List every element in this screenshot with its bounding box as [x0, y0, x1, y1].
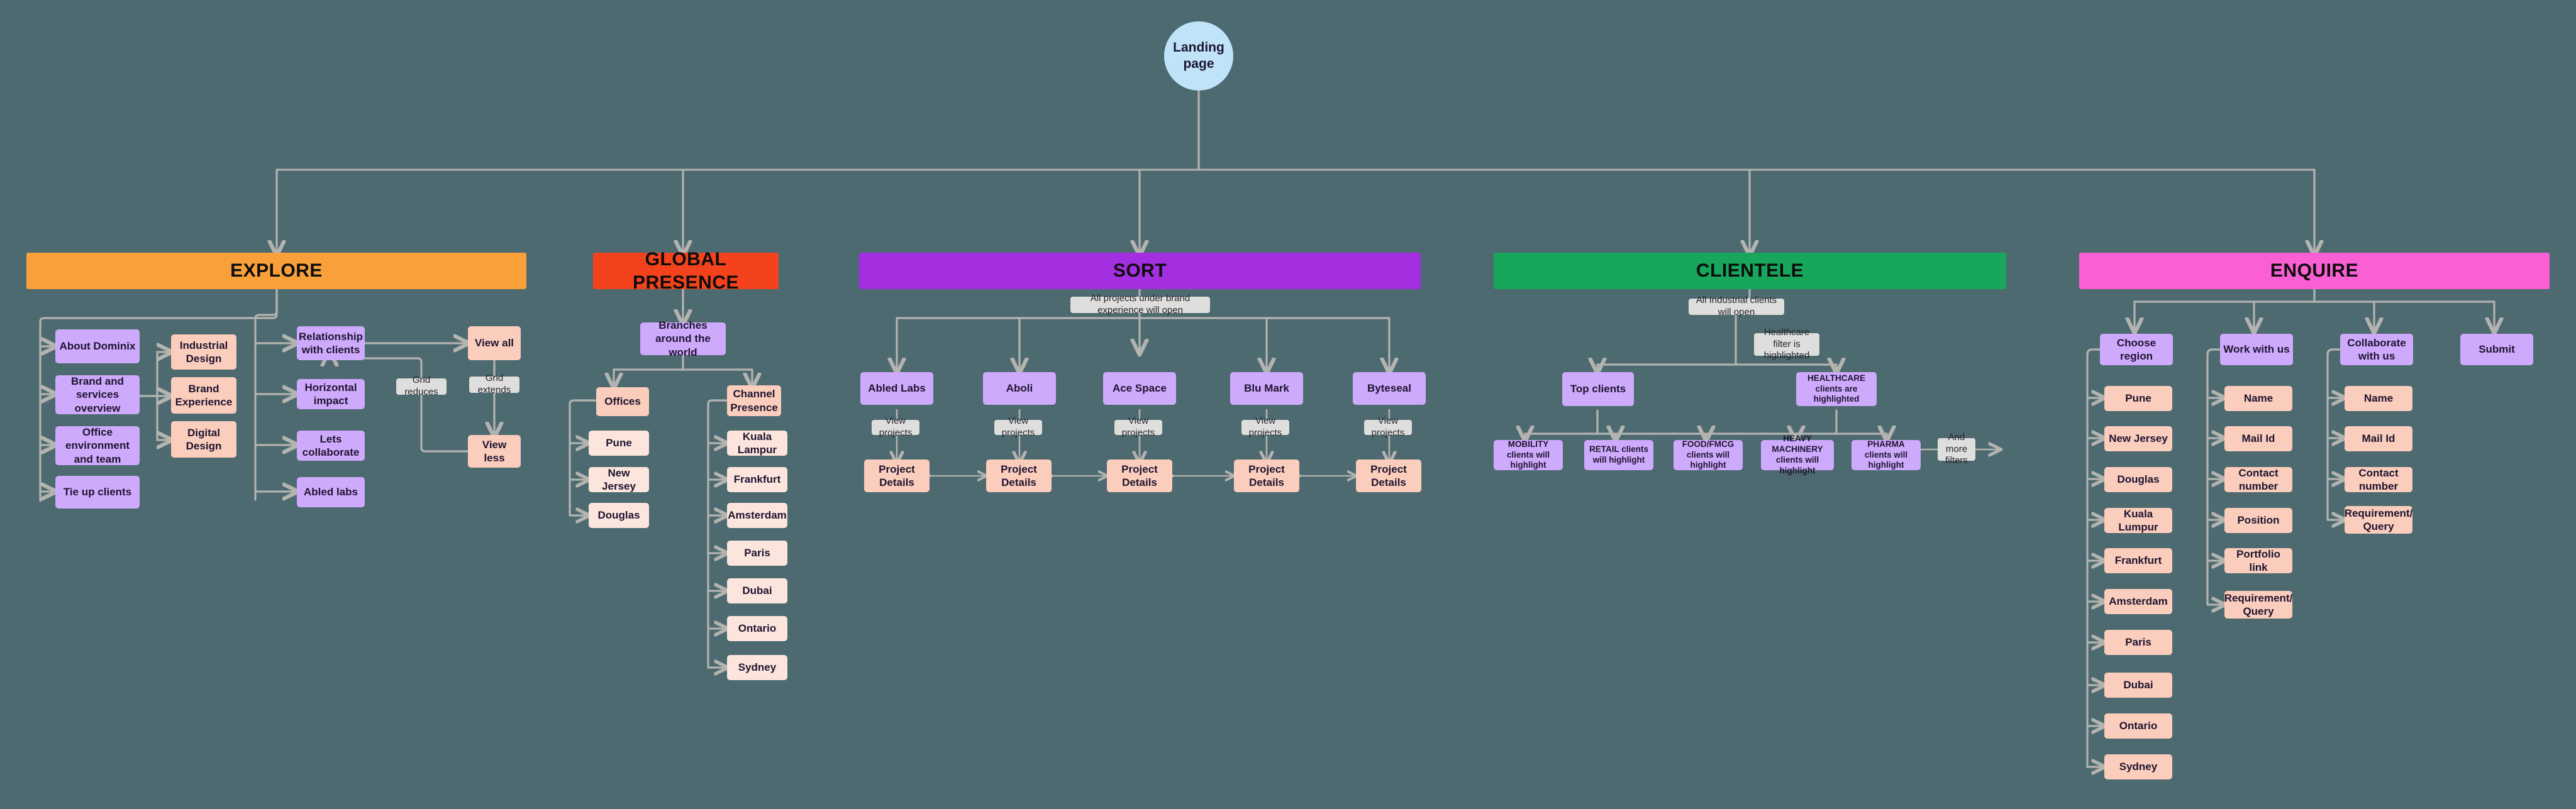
sort-detail-abled-labs[interactable]: Project Details	[864, 460, 930, 492]
enquire-region-new-jersey[interactable]: New Jersey	[2104, 426, 2172, 451]
sort-action-view-projects-aboli[interactable]: View projects	[994, 416, 1042, 438]
sort-project-byteseal[interactable]: Byteseal	[1353, 372, 1426, 405]
enquire-collab-requirement-query[interactable]: Requirement/ Query	[2344, 506, 2413, 534]
landing-page-node[interactable]: Landing page	[1164, 21, 1233, 91]
enquire-work-position[interactable]: Position	[2224, 508, 2292, 533]
enquire-region-paris[interactable]: Paris	[2104, 630, 2172, 655]
clientele-filter-food-fmcg[interactable]: FOOD/FMCG clients will highlight	[1674, 439, 1743, 470]
explore-node-abled-labs[interactable]: Abled labs	[297, 477, 365, 507]
clientele-node-top-clients[interactable]: Top clients	[1562, 372, 1634, 406]
global-channel-paris[interactable]: Paris	[727, 541, 787, 566]
explore-node-horizontal-impact[interactable]: Horizontal impact	[297, 379, 365, 409]
clientele-note-all-industrial-clients: All Industrial clients will open	[1689, 295, 1784, 317]
enquire-region-douglas[interactable]: Douglas	[2104, 467, 2172, 492]
explore-node-lets-collaborate[interactable]: Lets collaborate	[297, 431, 365, 461]
enquire-work-mail-id[interactable]: Mail Id	[2224, 426, 2292, 451]
global-channel-sydney[interactable]: Sydney	[727, 655, 787, 680]
sort-detail-ace-space[interactable]: Project Details	[1107, 460, 1172, 492]
enquire-column-choose-region[interactable]: Choose region	[2100, 334, 2173, 365]
sort-action-view-projects-blu-mark[interactable]: View projects	[1241, 416, 1289, 438]
enquire-column-collaborate-with-us[interactable]: Collaborate with us	[2340, 334, 2413, 365]
sort-action-view-projects-abled-labs[interactable]: View projects	[872, 416, 919, 438]
section-bar-enquire[interactable]: ENQUIRE	[2079, 253, 2550, 289]
section-bar-clientele[interactable]: CLIENTELE	[1494, 253, 2006, 289]
clientele-filter-retail[interactable]: RETAIL clients will highlight	[1584, 440, 1653, 470]
sort-project-ace-space[interactable]: Ace Space	[1103, 372, 1176, 405]
enquire-region-sydney[interactable]: Sydney	[2104, 754, 2172, 779]
clientele-filter-mobility[interactable]: MOBILITY clients will highlight	[1494, 439, 1563, 470]
explore-node-industrial-design[interactable]: Industrial Design	[171, 334, 236, 370]
landing-page-line1: Landing	[1173, 40, 1224, 55]
sort-project-abled-labs[interactable]: Abled Labs	[860, 372, 933, 405]
explore-note-grid-reduces: Grid reduces	[396, 375, 447, 397]
section-bar-global-presence[interactable]: GLOBAL PRESENCE	[593, 249, 779, 293]
sort-detail-aboli[interactable]: Project Details	[986, 460, 1052, 492]
global-channel-frankfurt[interactable]: Frankfurt	[727, 467, 787, 492]
global-channel-amsterdam[interactable]: Amsterdam	[727, 503, 787, 528]
global-group-channel-presence[interactable]: Channel Presence	[727, 385, 781, 416]
explore-node-brand-experience[interactable]: Brand Experience	[171, 377, 236, 414]
explore-node-view-less[interactable]: View less	[468, 435, 521, 468]
enquire-region-dubai[interactable]: Dubai	[2104, 673, 2172, 698]
enquire-work-portfolio-link[interactable]: Portfolio link	[2224, 548, 2292, 573]
explore-node-brand-services-overview[interactable]: Brand and services overview	[55, 375, 140, 414]
sort-detail-blu-mark[interactable]: Project Details	[1234, 460, 1299, 492]
explore-node-tie-up-clients[interactable]: Tie up clients	[55, 476, 140, 509]
enquire-collab-name[interactable]: Name	[2345, 386, 2412, 411]
global-office-new-jersey[interactable]: New Jersey	[589, 467, 649, 492]
global-channel-dubai[interactable]: Dubai	[727, 578, 787, 603]
global-channel-ontario[interactable]: Ontario	[727, 616, 787, 641]
clientele-filter-heavy-machinery[interactable]: HEAVY MACHINERY clients will highlight	[1761, 434, 1834, 475]
explore-note-grid-extends: Grid extends	[469, 373, 519, 395]
enquire-region-amsterdam[interactable]: Amsterdam	[2104, 589, 2172, 614]
landing-page-line2: page	[1183, 57, 1214, 71]
enquire-column-submit[interactable]: Submit	[2460, 334, 2533, 365]
enquire-work-requirement-query[interactable]: Requirement/ Query	[2224, 591, 2293, 619]
global-group-offices[interactable]: Offices	[596, 387, 649, 416]
sort-project-blu-mark[interactable]: Blu Mark	[1230, 372, 1303, 405]
explore-node-about-dominix[interactable]: About Dominix	[55, 329, 140, 363]
explore-node-view-all[interactable]: View all	[468, 326, 521, 360]
sort-action-view-projects-byteseal[interactable]: View projects	[1364, 416, 1412, 438]
sort-project-aboli[interactable]: Aboli	[983, 372, 1056, 405]
clientele-note-and-more-filters: And more filters	[1938, 432, 1975, 466]
enquire-work-contact-number[interactable]: Contact number	[2224, 467, 2292, 492]
enquire-region-kuala-lumpur[interactable]: Kuala Lumpur	[2104, 508, 2172, 533]
section-bar-sort[interactable]: SORT	[859, 253, 1421, 289]
clientele-filter-pharma[interactable]: PHARMA clients will highlight	[1852, 439, 1921, 470]
global-node-branches-around-the-world[interactable]: Branches around the world	[640, 319, 726, 358]
global-channel-kuala-lampur[interactable]: Kuala Lampur	[727, 431, 787, 456]
clientele-note-healthcare-filter: Healthcare filter is highlighted	[1754, 327, 1819, 361]
explore-node-relationship-with-clients[interactable]: Relationship with clients	[297, 326, 365, 360]
enquire-work-name[interactable]: Name	[2224, 386, 2292, 411]
enquire-region-pune[interactable]: Pune	[2104, 386, 2172, 411]
enquire-column-work-with-us[interactable]: Work with us	[2220, 334, 2293, 365]
sort-detail-byteseal[interactable]: Project Details	[1356, 460, 1421, 492]
global-office-douglas[interactable]: Douglas	[589, 503, 649, 528]
sort-note-all-projects: All projects under brand experience will…	[1070, 293, 1210, 316]
section-bar-explore[interactable]: EXPLORE	[26, 253, 526, 289]
global-office-pune[interactable]: Pune	[589, 431, 649, 456]
enquire-region-ontario[interactable]: Ontario	[2104, 713, 2172, 739]
enquire-collab-mail-id[interactable]: Mail Id	[2345, 426, 2412, 451]
explore-node-digital-design[interactable]: Digital Design	[171, 421, 236, 458]
sort-action-view-projects-ace-space[interactable]: View projects	[1114, 416, 1162, 438]
enquire-collab-contact-number[interactable]: Contact number	[2345, 467, 2412, 492]
explore-node-office-environment-team[interactable]: Office environment and team	[55, 426, 140, 465]
clientele-node-healthcare-highlighted[interactable]: HEALTHCARE clients are highlighted	[1796, 372, 1877, 406]
enquire-region-frankfurt[interactable]: Frankfurt	[2104, 548, 2172, 573]
